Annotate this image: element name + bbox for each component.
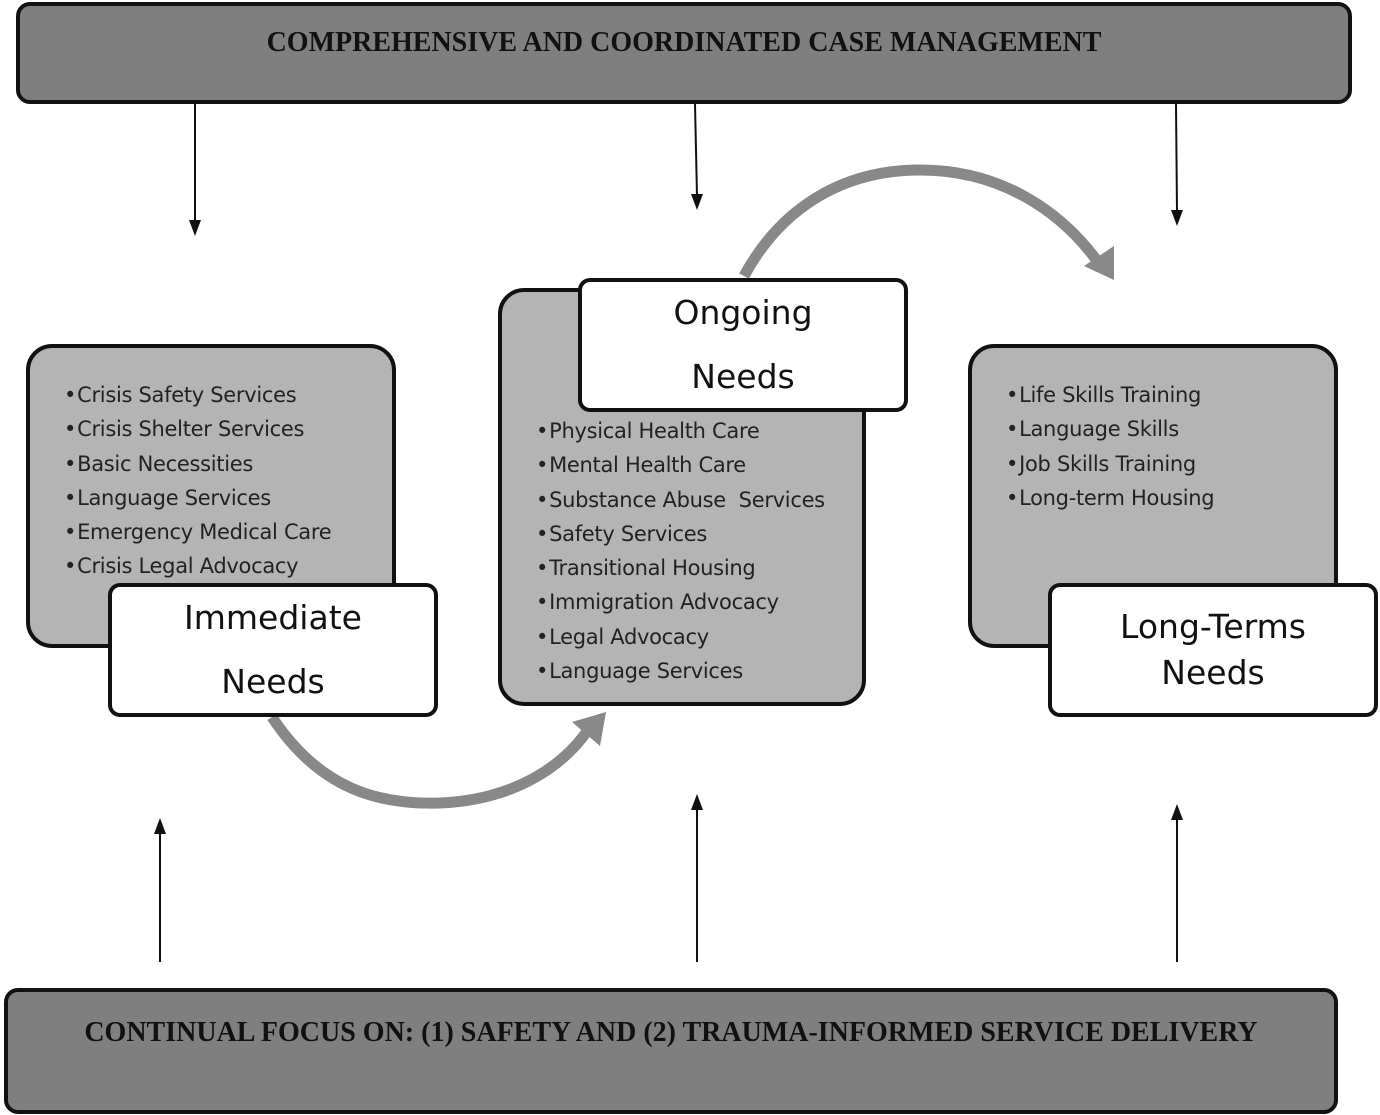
list-item: Long-term Housing [1006, 481, 1215, 515]
list-item: Substance Abuse Services [536, 483, 825, 517]
list-item: Safety Services [536, 517, 825, 551]
flow-arrow-immediate-to-ongoing [267, 712, 606, 809]
continual-focus-banner: CONTINUAL FOCUS ON: (1) SAFETY AND (2) T… [4, 988, 1338, 1114]
immediate-needs-title-line2: Needs [221, 662, 325, 701]
list-item: Life Skills Training [1006, 378, 1214, 412]
list-item: Crisis Legal Advocacy [64, 549, 331, 583]
long-term-needs-label: Long-Terms Needs [1048, 583, 1378, 717]
long-term-needs-title-line1: Long-Terms [1120, 607, 1306, 646]
down-arrow-longterm [1171, 103, 1183, 226]
continual-focus-banner-text: CONTINUAL FOCUS ON: (1) SAFETY AND (2) T… [84, 1017, 1258, 1048]
list-item: Physical Health Care [536, 414, 825, 448]
case-management-banner: COMPREHENSIVE AND COORDINATED CASE MANAG… [16, 2, 1352, 104]
down-arrow-ongoing [691, 103, 703, 210]
up-arrow-ongoing [691, 794, 703, 962]
long-term-needs-list: Life Skills Training Language Skills Job… [1006, 378, 1215, 515]
list-item: Transitional Housing [536, 551, 825, 585]
list-item: Mental Health Care [536, 448, 825, 482]
list-item: Immigration Advocacy [536, 585, 825, 619]
long-term-needs-title-line2: Needs [1161, 653, 1265, 692]
immediate-needs-label: Immediate Needs [108, 583, 438, 717]
list-item: Language Skills [1006, 412, 1214, 446]
up-arrow-immediate [154, 818, 166, 962]
list-item: Job Skills Training [1006, 447, 1214, 481]
ongoing-needs-label: Ongoing Needs [578, 278, 908, 412]
flow-arrow-ongoing-to-longterm [739, 164, 1114, 280]
immediate-needs-title-line1: Immediate [184, 598, 362, 637]
ongoing-needs-title-line1: Ongoing [673, 293, 813, 332]
list-item: Crisis Safety Services [64, 378, 331, 412]
list-item: Emergency Medical Care [64, 515, 332, 549]
down-arrow-immediate [189, 104, 201, 236]
ongoing-needs-list: Physical Health Care Mental Health Care … [536, 414, 825, 688]
list-item: Legal Advocacy [536, 620, 825, 654]
list-item: Language Services [64, 481, 331, 515]
list-item: Basic Necessities [64, 447, 331, 481]
list-item: Crisis Shelter Services [64, 412, 331, 446]
up-arrow-longterm [1171, 804, 1183, 962]
ongoing-needs-title-line2: Needs [691, 357, 795, 396]
list-item: Language Services [536, 654, 825, 688]
case-management-banner-text: COMPREHENSIVE AND COORDINATED CASE MANAG… [266, 27, 1102, 58]
immediate-needs-list: Crisis Safety Services Crisis Shelter Se… [64, 378, 332, 584]
